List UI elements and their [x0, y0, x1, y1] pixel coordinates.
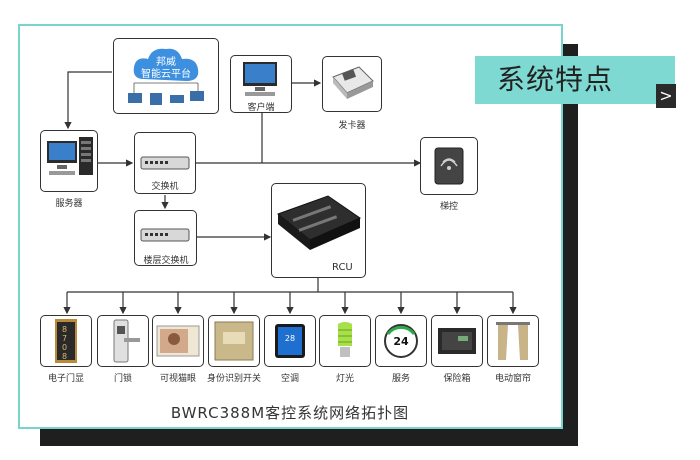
server-node [40, 130, 98, 192]
cloud-title-line2: 智能云平台 [141, 69, 191, 80]
card-issuer-label: 发卡器 [338, 121, 366, 131]
server-label: 服务器 [55, 199, 83, 209]
diagram-caption: BWRC388M客控系统网络拓扑图 [170, 404, 410, 422]
switch-icon [140, 156, 190, 170]
card-reader-icon [332, 66, 374, 99]
safe-box-icon [438, 328, 476, 354]
front-desk-label: 客户端 [247, 103, 275, 113]
computer-icon [243, 62, 277, 96]
id-switch-icon [214, 321, 254, 361]
device-ac: 28 [264, 315, 316, 367]
service-hours: 24 [393, 335, 409, 348]
device-label-light: 灯光 [335, 374, 354, 384]
service-24h-icon [384, 324, 418, 358]
rcu-label: RCU [332, 262, 353, 273]
rcu-node: RCU [271, 183, 366, 278]
chevron-right-icon: > [659, 86, 673, 105]
device-label-service: 服务 [391, 374, 410, 384]
thermostat-reading: 28 [284, 334, 296, 343]
rcu-box-icon [276, 195, 362, 250]
device-lock [97, 315, 149, 367]
device-id-switch [208, 315, 260, 367]
device-curtain [487, 315, 539, 367]
door-lock-icon [113, 319, 140, 363]
device-label-doorplate: 电子门显 [47, 374, 84, 384]
elevator-node [420, 137, 478, 195]
curtain-icon [496, 322, 530, 360]
device-label-lock: 门锁 [113, 374, 132, 384]
cloud-platform-node: 邦威 智能云平台 [113, 38, 219, 114]
elevator-reader-icon [434, 147, 464, 185]
server-icon [47, 137, 93, 175]
device-safe [431, 315, 483, 367]
banner-title: 系统特点 [475, 56, 675, 104]
front-desk-node: 客户端 [230, 55, 292, 113]
switch-node: 交换机 [134, 132, 196, 194]
floor-switch-node: 楼层交换机 [134, 210, 197, 266]
next-arrow-button[interactable]: > [656, 84, 676, 108]
cloud-icon [128, 48, 204, 105]
peephole-camera-icon [156, 325, 200, 357]
elevator-label: 梯控 [439, 202, 458, 212]
doorplate-icon [55, 319, 77, 363]
device-label-id-switch: 身份识别开关 [206, 374, 261, 384]
switch-label: 交换机 [151, 182, 179, 192]
device-peephole [152, 315, 204, 367]
light-bulb-icon [338, 322, 352, 357]
thermostat-icon [275, 324, 305, 358]
device-label-safe: 保险箱 [443, 374, 471, 384]
floor-switch-icon [140, 228, 190, 242]
device-label-ac: 空调 [280, 374, 299, 384]
device-label-peephole: 可视猫眼 [159, 374, 196, 384]
floor-switch-label: 楼层交换机 [143, 256, 189, 266]
doorplate-digits: 8708 [62, 325, 68, 361]
device-label-curtain: 电动窗帘 [494, 374, 531, 384]
device-light [319, 315, 371, 367]
card-issuer-node [322, 56, 382, 112]
device-doorplate: 8708 [40, 315, 92, 367]
cloud-title-line1: 邦威 [156, 57, 176, 68]
device-service: 24 [375, 315, 427, 367]
